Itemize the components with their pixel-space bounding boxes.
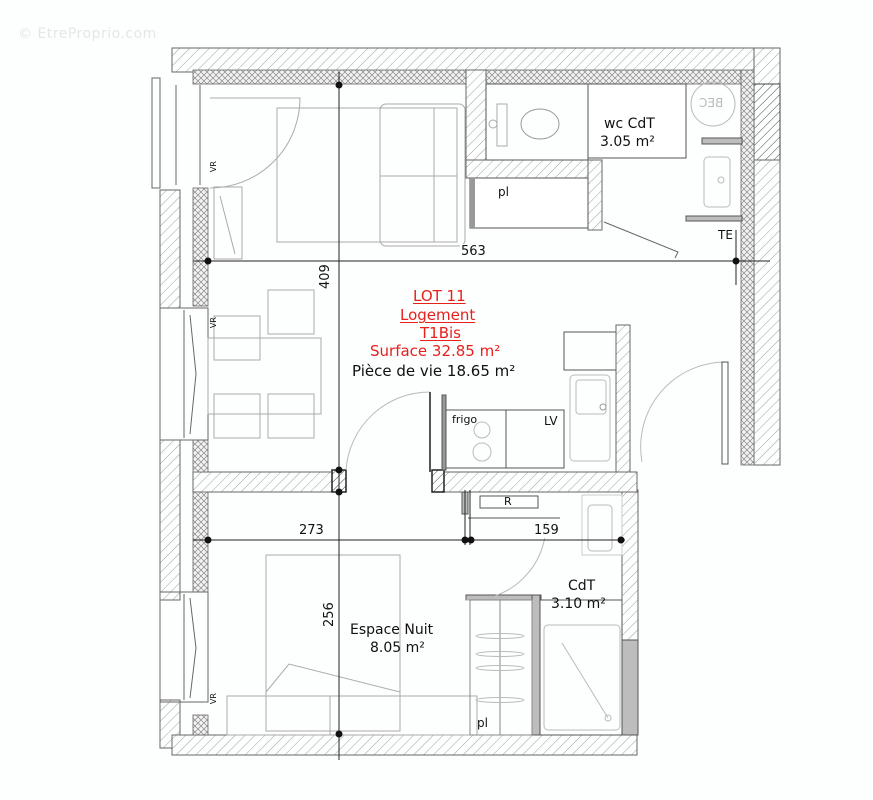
bathroom-name: CdT <box>568 578 596 594</box>
bed <box>226 554 478 736</box>
wc-room <box>465 69 743 231</box>
washer-label: LV <box>544 414 558 428</box>
radiator-label: R <box>504 495 512 508</box>
lot-surface: Surface 32.85 m² <box>370 342 501 360</box>
shutter-label-2: VR <box>208 317 218 329</box>
dining-table <box>207 289 322 439</box>
shutter-label-1: VR <box>208 161 218 173</box>
living-room-label: Pièce de vie 18.65 m² <box>352 362 516 380</box>
shutter-label-3: VR <box>208 693 218 705</box>
bedroom-name: Espace Nuit <box>350 622 434 638</box>
bathroom-area: 3.10 m² <box>551 596 606 612</box>
living-door-swing <box>345 391 431 471</box>
lot-number: LOT 11 <box>413 287 466 305</box>
watermark: © EtreProprio.com <box>18 26 157 42</box>
closet-top-label: pl <box>498 185 509 199</box>
windows <box>151 77 209 703</box>
fridge-label: frigo <box>452 413 478 426</box>
dim-bedroom-depth: 256 <box>322 601 337 628</box>
closet-bottom <box>469 599 533 736</box>
dim-bedroom-width: 273 <box>298 523 325 538</box>
dimension-dots <box>204 81 740 738</box>
closet-bottom-label: pl <box>477 716 488 730</box>
wc-door <box>603 221 679 259</box>
lot-type: Logement <box>400 306 476 324</box>
door-swing-window <box>209 97 301 189</box>
dim-bath-width: 159 <box>533 523 560 538</box>
lot-typology: T1Bis <box>420 324 461 342</box>
entrance-door-swing <box>640 361 728 463</box>
kitchen <box>441 324 631 473</box>
wc-area: 3.05 m² <box>600 134 655 150</box>
dimension-lines <box>193 72 770 760</box>
boiler-label: BEC <box>699 96 724 110</box>
closet-top <box>469 177 589 229</box>
meter-label: TE <box>718 228 733 242</box>
bedroom-area: 8.05 m² <box>370 640 425 656</box>
wc-name: wc CdT <box>604 116 655 132</box>
sofa-bed <box>213 103 466 260</box>
dim-total-width: 563 <box>460 244 487 259</box>
dim-living-depth: 409 <box>318 263 333 290</box>
